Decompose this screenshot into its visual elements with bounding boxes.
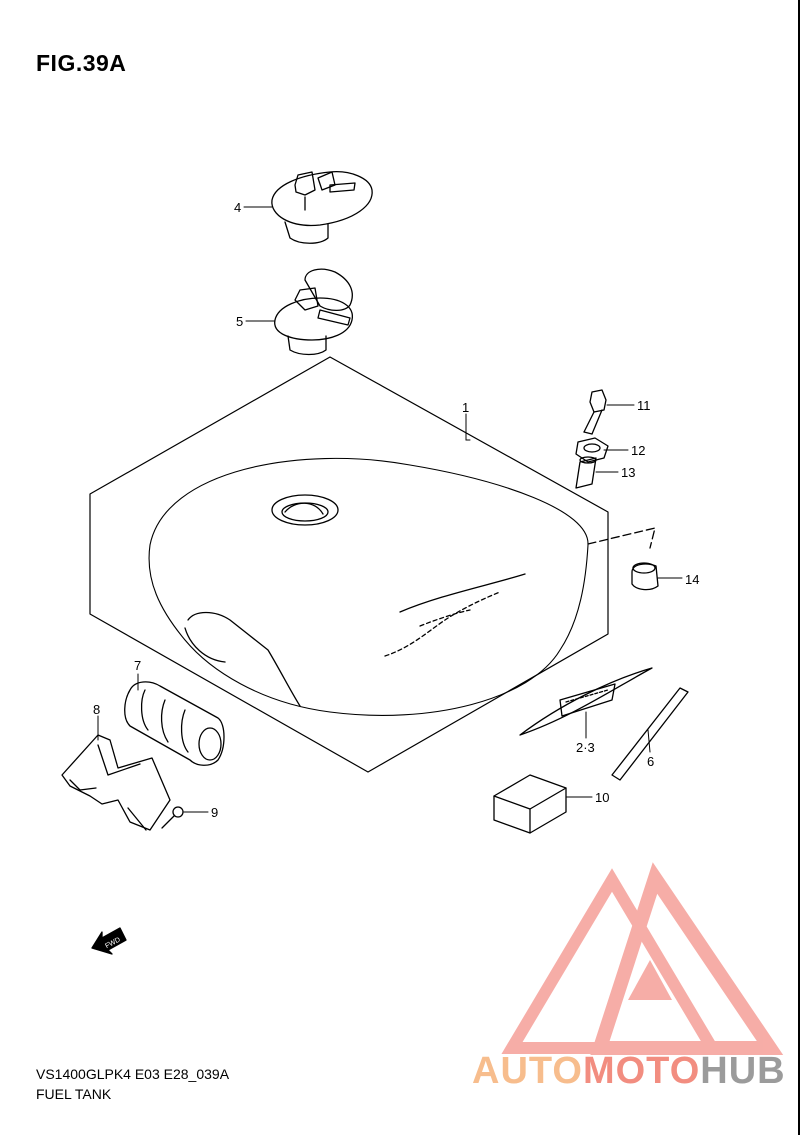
fwd-arrow bbox=[91, 927, 127, 955]
section-name: FUEL TANK bbox=[36, 1086, 112, 1102]
watermark-hub: HUB bbox=[700, 1050, 786, 1092]
watermark-auto: AUTO bbox=[472, 1050, 583, 1092]
callout-6: 6 bbox=[647, 754, 654, 769]
cushion-7 bbox=[124, 681, 225, 766]
callout-7: 7 bbox=[134, 658, 141, 673]
fuel-cap-5 bbox=[274, 268, 353, 356]
callout-9: 9 bbox=[211, 805, 218, 820]
screw-9 bbox=[161, 806, 184, 829]
fuel-cap-4 bbox=[271, 171, 373, 244]
leader-lines bbox=[97, 206, 683, 813]
nut-12 bbox=[575, 437, 609, 463]
fuel-tank bbox=[89, 356, 656, 773]
callout-11: 11 bbox=[637, 398, 651, 413]
box-10 bbox=[493, 774, 567, 834]
model-code: VS1400GLPK4 E03 E28_039A bbox=[36, 1066, 230, 1082]
callout-4: 4 bbox=[234, 200, 241, 215]
figure-title: FIG.39A bbox=[36, 50, 127, 76]
watermark-text: AUTOMOTOHUB bbox=[472, 1050, 786, 1093]
callout-2-3: 2·3 bbox=[576, 740, 595, 755]
callout-8: 8 bbox=[93, 702, 100, 717]
callout-12: 12 bbox=[631, 443, 645, 458]
watermark-logo bbox=[501, 862, 784, 1055]
emblem-2-3 bbox=[519, 667, 653, 736]
bracket-8 bbox=[61, 734, 171, 831]
callout-13: 13 bbox=[621, 465, 635, 480]
callout-5: 5 bbox=[236, 314, 243, 329]
watermark-moto: MOTO bbox=[582, 1050, 701, 1092]
callout-1: 1 bbox=[462, 400, 469, 415]
page-border bbox=[798, 0, 800, 1135]
bolt-11 bbox=[583, 389, 607, 435]
callout-14: 14 bbox=[685, 572, 699, 587]
cushion-14 bbox=[631, 562, 659, 591]
collar-13 bbox=[575, 456, 597, 489]
callout-10: 10 bbox=[595, 790, 609, 805]
trim-strip-6 bbox=[611, 687, 689, 781]
